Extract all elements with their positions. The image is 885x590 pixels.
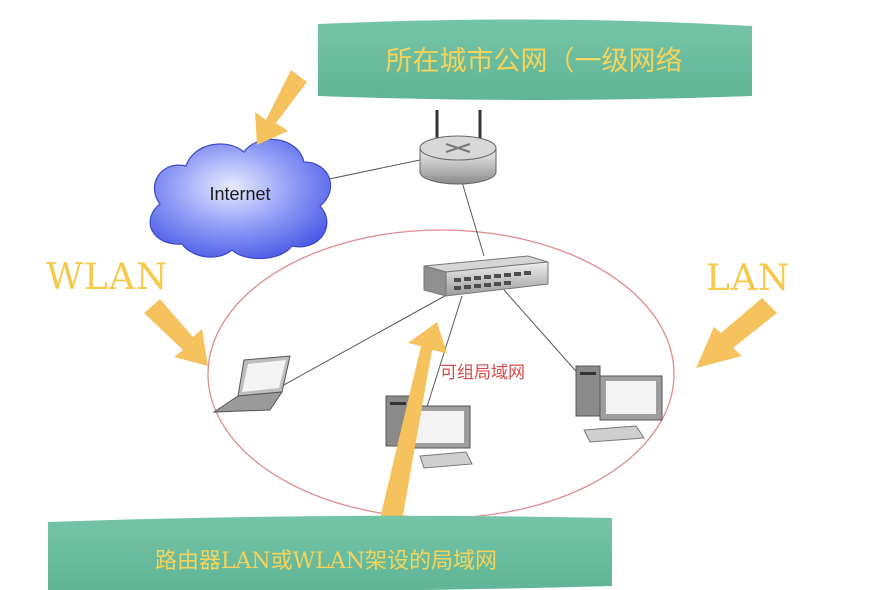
arrow-to-switch (373, 322, 447, 555)
bottom-banner: 路由器LAN或WLAN架设的局域网 (48, 515, 612, 590)
top-banner: 所在城市公网（一级网络 (318, 19, 752, 101)
bottom-banner-text: 路由器LAN或WLAN架设的局域网 (155, 549, 497, 574)
top-banner-text: 所在城市公网（一级网络 (386, 46, 683, 77)
connection-lines (281, 159, 583, 411)
wlan-label: WLAN (46, 257, 168, 298)
lan-group-label: 可组局域网 (440, 363, 525, 383)
internet-label: Internet (209, 184, 270, 204)
internet-cloud-icon: Internet (149, 138, 332, 260)
router-icon (419, 110, 497, 185)
arrow-to-right-desktop (696, 298, 777, 368)
arrows (144, 70, 777, 555)
arrow-to-cloud (255, 70, 307, 145)
desktop-pc-right-icon (575, 365, 663, 443)
laptop-icon (212, 355, 291, 413)
switch-icon (423, 255, 549, 297)
lan-label: LAN (706, 258, 790, 299)
arrow-to-laptop (144, 299, 208, 366)
